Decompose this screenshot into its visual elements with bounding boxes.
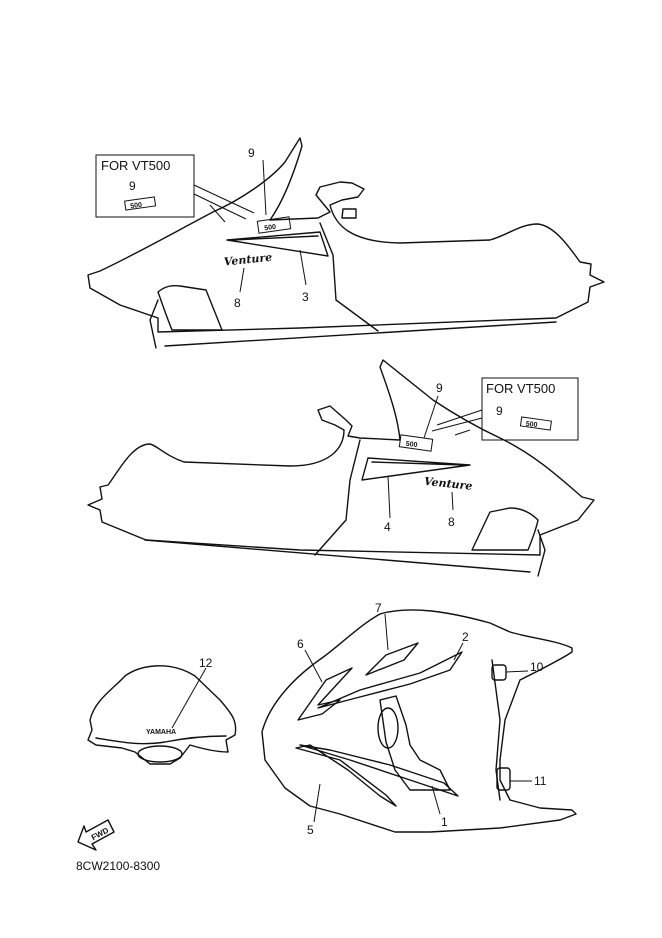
callout-9-right: 9 [436,381,443,395]
hood-outline [261,609,577,833]
right-side-view: 500 Venture 9 8 4 FOR VT500 9 500 [87,359,595,577]
decal-7 [365,642,419,676]
left-lower-line [164,321,557,347]
leader-7 [384,613,389,651]
leader-3 [299,249,307,286]
right-ski-edge [537,529,546,577]
headlight [137,745,183,763]
windshield-outline [87,665,237,765]
left-fender [157,284,223,331]
decal-500-right-text: 500 [405,441,418,450]
leader-9-left [262,159,267,216]
decal-500-left: 500 [256,216,292,234]
leader-9-right [423,395,439,439]
inset-box-left: FOR VT500 9 500 [95,154,255,223]
callout-7: 7 [375,601,382,615]
decal-6 [297,667,353,721]
right-fender [471,507,539,551]
decal-500-text: 500 [264,224,277,233]
hood-vent [377,707,399,749]
inset-500-right: 500 [525,421,538,430]
right-seat-line [314,439,361,556]
left-body-outline [87,137,605,333]
callout-8-left: 8 [234,296,241,310]
decal-500-right: 500 [398,434,434,452]
decal-5 [295,744,397,807]
inset-title-left: FOR VT500 [101,158,170,173]
leader-4 [387,475,391,519]
hood-inner-u [379,695,451,791]
callout-3: 3 [302,290,309,304]
decal-11 [496,767,511,791]
diagram-code: 8CW2100-8300 [76,859,160,873]
inset-box-right: FOR VT500 9 500 [431,377,579,441]
decal-1 [299,744,459,797]
left-ski-edge [149,299,159,349]
inset-part-left: 9 [129,179,136,193]
right-lower-line [144,539,531,573]
callout-11: 11 [534,774,547,788]
fwd-arrow: FWD [77,819,115,851]
decal-stripe-3 [226,231,329,257]
callout-8-right: 8 [448,515,455,529]
callout-12: 12 [199,656,213,670]
callout-10: 10 [530,660,544,674]
right-body-outline [87,359,595,556]
decal-stripe-4 [361,457,471,481]
windshield-view: YAMAHA 12 [87,656,237,765]
leader-6 [304,649,323,683]
callout-1: 1 [441,815,448,829]
left-handle-detail [341,208,357,219]
inset-pointer-left [193,184,255,223]
callout-5: 5 [307,823,314,837]
windshield-inner [95,735,227,745]
left-side-view: 500 Venture 9 8 3 FOR VT500 9 500 [87,137,605,349]
callout-6: 6 [297,637,304,651]
inset-500-left: 500 [130,202,143,211]
fwd-arrow-icon [77,819,115,851]
leader-5 [313,783,321,823]
leader-1 [431,785,441,815]
left-seat-line [319,222,379,332]
hood-nose [491,659,501,801]
leader-10 [505,670,529,673]
windshield-yamaha-decal: YAMAHA [146,729,176,736]
inset-pointer-right [431,409,483,436]
leader-8-right [451,491,454,511]
decal-venture-right: Venture [423,475,472,493]
callout-2: 2 [462,630,469,644]
leader-8-left [239,267,245,293]
decal-2 [317,651,463,709]
inset-title-right: FOR VT500 [486,381,555,396]
callout-9-left: 9 [248,146,255,160]
decal-venture-left: Venture [223,251,272,269]
leader-2 [453,642,464,661]
callout-4: 4 [384,520,391,534]
inset-part-right: 9 [496,404,503,418]
leader-12 [171,667,207,729]
decal-10 [491,664,507,681]
top-view: 7 6 2 10 11 5 1 [261,601,577,837]
